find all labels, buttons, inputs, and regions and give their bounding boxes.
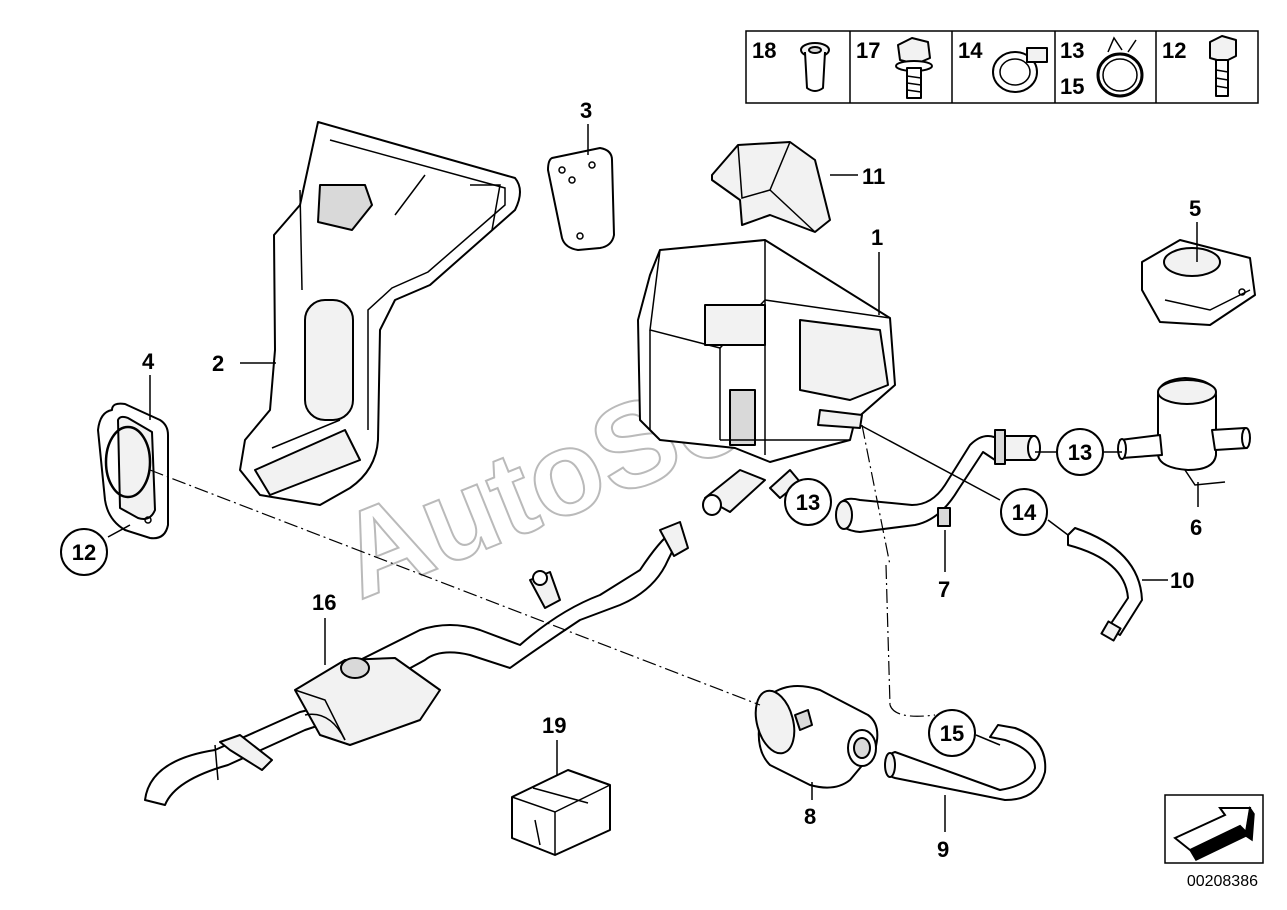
callout-4[interactable]: 4	[142, 349, 155, 374]
hose-clamp-icon	[992, 47, 1048, 93]
svg-text:18: 18	[752, 38, 776, 63]
holder-part-5[interactable]	[1141, 239, 1256, 326]
callout-7[interactable]: 7	[938, 577, 950, 602]
bracket-part-2[interactable]	[239, 121, 521, 506]
svg-text:15: 15	[940, 721, 964, 746]
flap-part-4[interactable]	[97, 402, 169, 540]
legend-cell-18[interactable]: 18	[752, 38, 830, 92]
callout-1[interactable]: 1	[871, 225, 883, 250]
callout-circle-13-pump[interactable]: 13	[1056, 428, 1104, 476]
legend-cell-12[interactable]: 12	[1162, 35, 1237, 97]
legend-cell-14[interactable]: 14	[958, 38, 1048, 93]
kit-box-part-19[interactable]	[511, 769, 611, 856]
legend-cell-17[interactable]: 17	[856, 37, 933, 99]
next-arrow-icon[interactable]	[1164, 794, 1264, 864]
svg-text:14: 14	[1012, 500, 1037, 525]
cover-part-11[interactable]	[711, 141, 831, 233]
callout-6[interactable]: 6	[1190, 515, 1202, 540]
fuel-pump-part-8[interactable]	[749, 685, 879, 789]
callouts: 1 2 3 4 5 6 7 8 9 10 11 16 19 12 13 13 1…	[60, 98, 1202, 862]
callout-16[interactable]: 16	[312, 590, 336, 615]
svg-text:17: 17	[856, 38, 880, 63]
callout-circle-14[interactable]: 14	[1000, 488, 1048, 536]
hex-bolt-icon	[1209, 35, 1237, 97]
rivet-nut-icon	[800, 42, 830, 92]
svg-text:15: 15	[1060, 74, 1084, 99]
callout-9[interactable]: 9	[937, 837, 949, 862]
gasket-part-3[interactable]	[547, 147, 615, 251]
heater-part-1[interactable]	[637, 239, 896, 516]
callout-11[interactable]: 11	[862, 164, 885, 189]
callout-circle-12[interactable]: 12	[60, 528, 108, 576]
exhaust-muffler-part-16[interactable]	[144, 521, 689, 806]
svg-text:14: 14	[958, 38, 983, 63]
hex-collar-bolt-icon	[895, 37, 933, 99]
fastener-legend: 18 17 14	[745, 30, 1259, 104]
svg-text:13: 13	[1060, 38, 1084, 63]
callout-3[interactable]: 3	[580, 98, 592, 123]
callout-10[interactable]: 10	[1170, 568, 1194, 593]
callout-19[interactable]: 19	[542, 713, 566, 738]
spring-clamp-icon	[1096, 36, 1144, 98]
callout-circle-13-heater[interactable]: 13	[784, 478, 832, 526]
svg-text:13: 13	[1068, 440, 1092, 465]
coolant-hose-part-7[interactable]	[835, 429, 1041, 533]
callout-8[interactable]: 8	[804, 804, 816, 829]
circulation-pump-part-6[interactable]	[1117, 377, 1251, 486]
assembly-lines	[149, 424, 936, 717]
document-number: 00208386	[1187, 873, 1258, 890]
callout-2[interactable]: 2	[212, 351, 224, 376]
legend-cell-13-15[interactable]: 13 15	[1060, 36, 1144, 99]
callout-5[interactable]: 5	[1189, 196, 1201, 221]
fuel-hose-part-9[interactable]	[884, 724, 1047, 801]
svg-text:13: 13	[796, 490, 820, 515]
svg-text:12: 12	[1162, 38, 1186, 63]
callout-circle-15[interactable]: 15	[928, 709, 976, 757]
hose-part-10[interactable]	[1067, 527, 1143, 642]
svg-text:12: 12	[72, 540, 96, 565]
